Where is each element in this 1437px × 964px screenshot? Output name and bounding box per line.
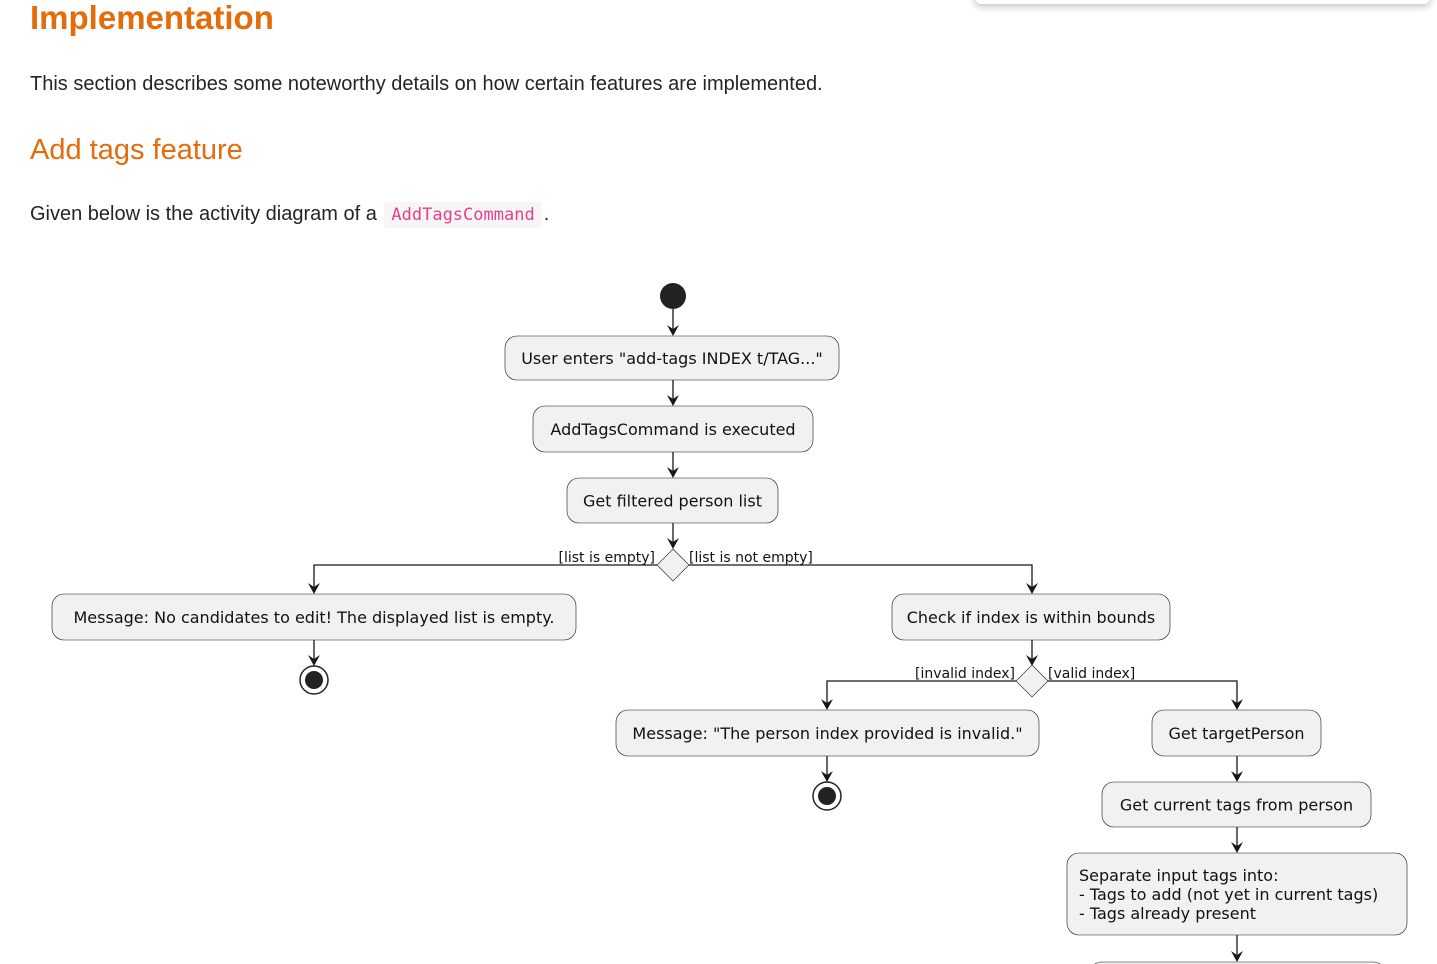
arrowheads	[308, 325, 1243, 962]
edge-decision-to-invalid	[826, 680, 1016, 708]
activity-message-list-empty: Message: No candidates to edit! The disp…	[51, 593, 577, 641]
arrowhead	[667, 325, 679, 336]
activity-user-enters-command: User enters "add-tags INDEX t/TAG..."	[504, 335, 840, 381]
table-of-contents-panel	[975, 0, 1430, 4]
arrowhead	[667, 538, 679, 549]
edge-decision-to-target	[1048, 680, 1238, 708]
activity-label: - Tags to add (not yet in current tags)	[1079, 885, 1378, 904]
activity-label: User enters "add-tags INDEX t/TAG..."	[521, 349, 823, 368]
arrowhead	[1231, 771, 1243, 782]
activity-label: AddTagsCommand is executed	[550, 420, 795, 439]
edge-decision-to-check	[689, 564, 1033, 592]
activity-label: Message: No candidates to edit! The disp…	[74, 608, 555, 627]
guard-invalid-index: [invalid index]	[915, 666, 1015, 682]
end-node-empty	[299, 665, 329, 695]
activity-check-index-bounds: Check if index is within bounds	[891, 593, 1171, 641]
subsection-heading-add-tags: Add tags feature	[30, 134, 243, 166]
activity-command-executed: AddTagsCommand is executed	[532, 405, 814, 453]
decision-list-empty	[656, 548, 690, 582]
intro-paragraph: This section describes some noteworthy d…	[30, 73, 823, 95]
activity-label: Separate input tags into:	[1079, 866, 1278, 885]
activity-label: - Tags already present	[1079, 904, 1256, 923]
arrowhead	[308, 583, 320, 594]
diagram-description: Given below is the activity diagram of a…	[30, 199, 549, 230]
arrowhead	[1231, 951, 1243, 962]
decision-index-valid	[1015, 664, 1049, 698]
arrowhead	[1026, 655, 1038, 666]
activity-get-current-tags: Get current tags from person	[1101, 781, 1372, 828]
arrowhead	[1026, 583, 1038, 594]
activity-separate-input-tags: Separate input tags into:- Tags to add (…	[1066, 852, 1408, 936]
guard-list-empty: [list is empty]	[559, 550, 655, 566]
section-heading-implementation: Implementation	[30, 0, 274, 36]
end-node-invalid	[812, 781, 842, 811]
description-suffix: .	[543, 203, 550, 225]
activity-label: Get targetPerson	[1168, 724, 1304, 743]
arrowhead	[308, 655, 320, 666]
edge-decision-to-empty	[313, 564, 657, 592]
activity-label: Get current tags from person	[1120, 796, 1353, 815]
activity-message-invalid-index: Message: "The person index provided is i…	[615, 709, 1040, 757]
activity-get-target-person: Get targetPerson	[1151, 709, 1322, 757]
inline-code-add-tags-command: AddTagsCommand	[384, 202, 542, 228]
description-prefix: Given below is the activity diagram of a	[30, 203, 377, 225]
activity-label: Check if index is within bounds	[907, 608, 1156, 627]
activity-label: Get filtered person list	[583, 492, 762, 511]
arrowhead	[667, 467, 679, 478]
activity-label: Message: "The person index provided is i…	[632, 724, 1022, 743]
arrowhead	[821, 771, 833, 782]
activity-get-filtered-list: Get filtered person list	[566, 477, 779, 524]
start-node	[660, 283, 686, 309]
arrowhead	[667, 395, 679, 406]
arrowhead	[821, 699, 833, 710]
guard-list-not-empty: [list is not empty]	[689, 550, 813, 566]
guard-valid-index: [valid index]	[1048, 666, 1135, 682]
arrowhead	[1231, 842, 1243, 853]
arrowhead	[1231, 699, 1243, 710]
